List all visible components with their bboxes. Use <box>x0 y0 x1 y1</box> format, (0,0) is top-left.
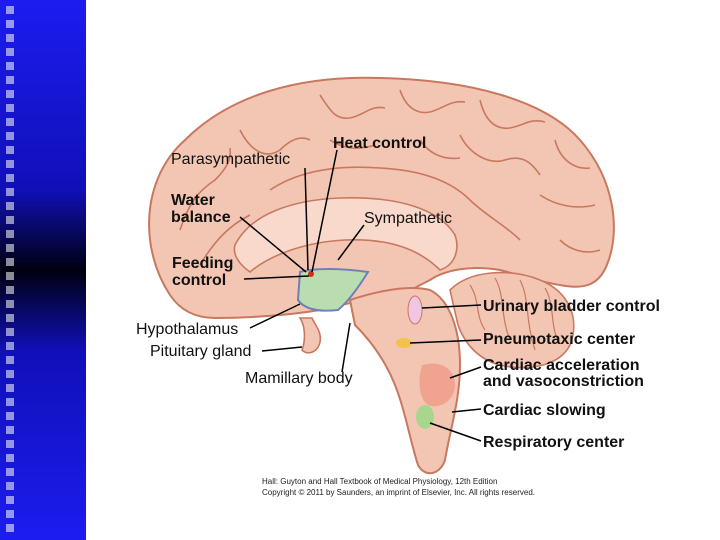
label-hypothalamus: Hypothalamus <box>136 321 239 338</box>
slide-sidebar <box>0 0 86 540</box>
sidebar-square <box>6 328 14 336</box>
hypothalamus-region <box>296 268 370 312</box>
corpus-callosum <box>233 197 458 274</box>
sidebar-square <box>6 216 14 224</box>
sidebar-square <box>6 524 14 532</box>
pneumotaxic-region <box>396 338 412 348</box>
label-heat-control: Heat control <box>333 135 427 152</box>
label-cardiac-slowing: Cardiac slowing <box>483 402 606 419</box>
cerebellum-folia <box>469 277 559 351</box>
label-feeding-line1: Feeding <box>172 255 234 272</box>
sidebar-square <box>6 244 14 252</box>
sidebar-square <box>6 62 14 70</box>
sidebar-square <box>6 412 14 420</box>
sidebar-square <box>6 496 14 504</box>
gyri-lines <box>179 89 601 266</box>
label-water-line1: Water <box>171 192 215 209</box>
cardiac-acceleration-region <box>419 363 455 407</box>
sidebar-square <box>6 146 14 154</box>
sidebar-square <box>6 426 14 434</box>
sidebar-square <box>6 6 14 14</box>
sidebar-square <box>6 454 14 462</box>
sidebar-square <box>6 20 14 28</box>
sidebar-square <box>6 104 14 112</box>
sidebar-square <box>6 356 14 364</box>
sidebar-square <box>6 258 14 266</box>
sidebar-square <box>6 202 14 210</box>
leader-lines <box>239 149 482 442</box>
brainstem <box>348 287 462 475</box>
sidebar-square <box>6 398 14 406</box>
label-feeding-line2: control <box>172 272 227 289</box>
sidebar-square <box>6 90 14 98</box>
label-pituitary-gland: Pituitary gland <box>150 343 252 360</box>
urinary-bladder-region <box>407 295 423 325</box>
sidebar-square <box>6 230 14 238</box>
label-cardiac-acceleration-line2: and vasoconstriction <box>483 373 644 390</box>
label-sympathetic: Sympathetic <box>364 210 453 227</box>
sidebar-square <box>6 118 14 126</box>
sidebar-square <box>6 174 14 182</box>
pituitary <box>298 317 322 354</box>
label-urinary-bladder-control: Urinary bladder control <box>483 298 660 315</box>
heat-control-dot <box>308 271 314 277</box>
sidebar-square <box>6 160 14 168</box>
sidebar-square <box>6 132 14 140</box>
sidebar-square <box>6 384 14 392</box>
sidebar-square <box>6 286 14 294</box>
label-cardiac-acceleration-line1: Cardiac acceleration <box>483 357 640 374</box>
sidebar-square <box>6 34 14 42</box>
sidebar-square <box>6 188 14 196</box>
sidebar-square <box>6 48 14 56</box>
credit-line-2: Copyright © 2011 by Saunders, an imprint… <box>262 488 535 497</box>
sidebar-square <box>6 440 14 448</box>
credit-line-1: Hall: Guyton and Hall Textbook of Medica… <box>262 477 498 486</box>
sidebar-square <box>6 272 14 280</box>
label-respiratory-center: Respiratory center <box>483 434 625 451</box>
respiratory-region <box>416 405 434 429</box>
copyright-credit: Hall: Guyton and Hall Textbook of Medica… <box>262 476 535 498</box>
sidebar-square <box>6 342 14 350</box>
label-water-line2: balance <box>171 209 231 226</box>
sidebar-square <box>6 510 14 518</box>
cerebellum <box>449 271 575 369</box>
label-pneumotaxic-center: Pneumotaxic center <box>483 331 636 348</box>
sidebar-square <box>6 314 14 322</box>
sidebar-square <box>6 300 14 308</box>
sidebar-square <box>6 370 14 378</box>
sidebar-square <box>6 76 14 84</box>
label-parasympathetic: Parasympathetic <box>171 151 291 168</box>
label-mamillary-body: Mamillary body <box>245 370 353 387</box>
sidebar-square <box>6 482 14 490</box>
sidebar-square <box>6 468 14 476</box>
